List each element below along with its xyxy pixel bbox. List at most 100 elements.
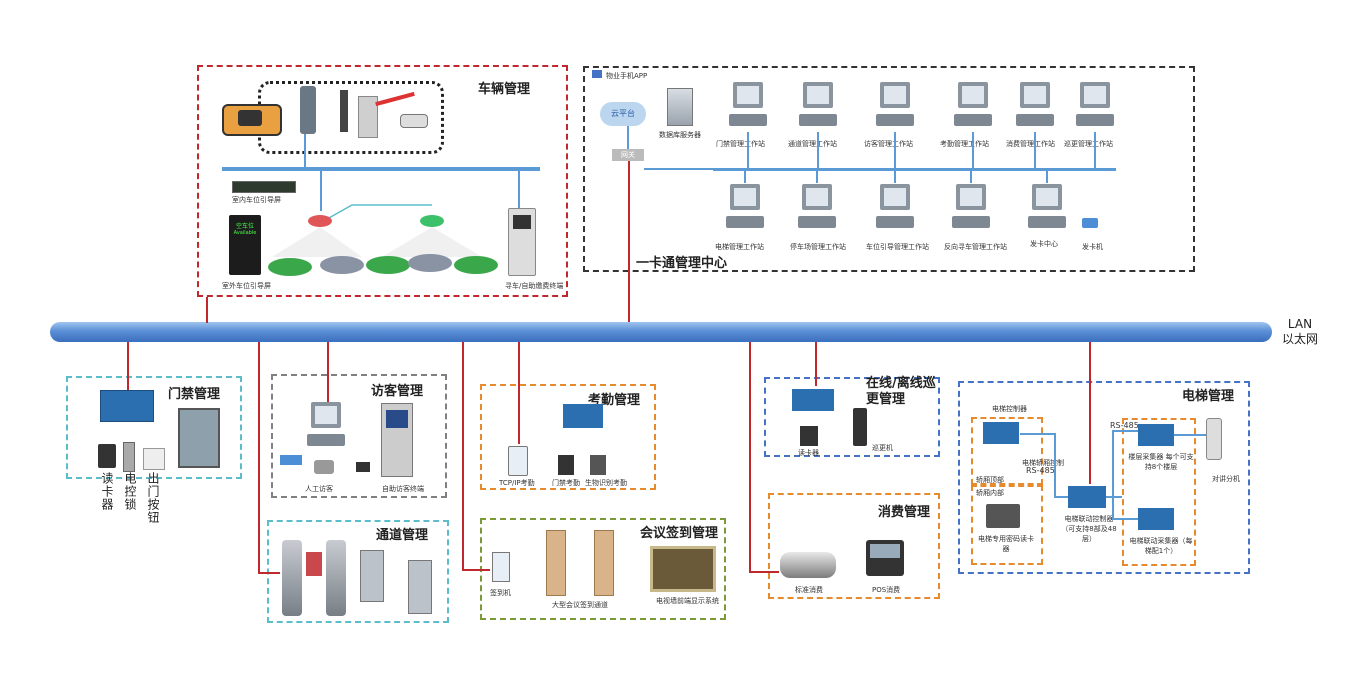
pos-machine-icon — [866, 540, 904, 576]
controller-board-icon — [100, 390, 154, 422]
access-title: 门禁管理 — [168, 387, 221, 402]
sign-text-2: Available — [233, 230, 257, 236]
linkage-controller-icon — [1068, 486, 1106, 508]
vehicle-title: 车辆管理 — [478, 82, 531, 97]
lan-label: LAN 以太网 — [1282, 317, 1318, 347]
consume-uplink — [749, 342, 751, 572]
station-label: 消费管理工作站 — [1006, 140, 1055, 148]
intercom-label: 对讲分机 — [1212, 475, 1240, 483]
cloud-icon: 云平台 — [600, 102, 646, 126]
workstation-icon — [1012, 80, 1058, 132]
app-icon — [592, 70, 602, 78]
tv-wall-icon — [650, 546, 716, 592]
consume-panel — [768, 493, 940, 599]
lan-trunk — [50, 322, 1272, 342]
vehicle-uplink — [206, 297, 208, 323]
station-link — [1034, 132, 1036, 168]
channel-link — [258, 572, 280, 574]
door-icon — [178, 408, 220, 468]
biometric-reader-icon — [590, 455, 606, 475]
tripod-gate-icon — [408, 560, 432, 614]
visitor-uplink — [327, 342, 329, 402]
consume-title: 消费管理 — [878, 505, 931, 520]
controller-board-icon — [563, 404, 603, 428]
elevator-link — [1112, 430, 1114, 520]
elevator-link — [1112, 518, 1138, 520]
patrol-reader-icon — [800, 426, 818, 446]
card-issuer-icon — [1082, 218, 1098, 228]
lock-label: 电控锁 — [123, 472, 137, 511]
elevator-title: 电梯管理 — [1182, 389, 1235, 404]
elevator-link — [1054, 433, 1056, 497]
rs485-top-label: RS-485 — [1110, 421, 1139, 430]
attendance-panel — [480, 384, 656, 490]
channel-panel — [267, 520, 449, 623]
workstation-icon — [722, 182, 768, 234]
elevator-uplink — [1089, 342, 1091, 484]
sign-in-gate-icon — [594, 530, 614, 596]
elevator-link — [1112, 430, 1138, 432]
station-link — [817, 132, 819, 168]
scanner-icon — [356, 462, 370, 472]
manual-visitor-label: 人工访客 — [305, 485, 333, 493]
reader-label: 读卡器 — [100, 472, 114, 511]
outdoor-screen-label: 室外车位引导屏 — [222, 282, 271, 290]
patrol-device-label: 巡更机 — [872, 444, 893, 452]
workstation-icon — [948, 182, 994, 234]
card-reader-icon — [98, 444, 116, 468]
workstation-icon — [872, 182, 918, 234]
station-label: 发卡中心 — [1030, 240, 1058, 248]
exit-button-icon — [143, 448, 165, 470]
station-label: 车位引导管理工作站 — [866, 243, 929, 251]
intercom-icon — [1206, 418, 1222, 460]
elevator-link — [1054, 496, 1068, 498]
dispatch-controller-label: 电梯轿厢控制 — [1022, 459, 1064, 467]
card-issuer-icon — [280, 455, 302, 465]
door-attendance-label: 门禁考勤 — [552, 479, 580, 487]
kiosk-icon — [508, 208, 536, 276]
floor-collector-2-label: 电梯联动采集器（每梯配1个） — [1129, 537, 1193, 555]
pos-terminal-icon — [780, 552, 836, 578]
station-link — [816, 171, 818, 183]
elevator-link — [1174, 434, 1206, 436]
patrol-reader-label: 读卡器 — [798, 449, 819, 457]
vehicle-bus — [222, 167, 540, 171]
car-inside-group — [971, 485, 1043, 565]
station-link — [972, 132, 974, 168]
center-uplink — [628, 161, 630, 322]
station-link — [1046, 171, 1048, 183]
station-label: 停车场管理工作站 — [790, 243, 846, 251]
car-top-label: 轿厢顶部 — [976, 476, 1004, 484]
lan-label-1: LAN — [1287, 317, 1313, 331]
vehicle-panel — [197, 65, 568, 297]
elevator-link — [1106, 496, 1122, 498]
floor-collector-label: 楼层采集器 每个可支持8个楼层 — [1128, 453, 1194, 471]
patrol-panel — [764, 377, 940, 457]
car-inside-label: 轿厢内部 — [976, 489, 1004, 497]
station-link — [970, 171, 972, 183]
workstation-icon — [872, 80, 918, 132]
vehicle-link — [304, 134, 306, 167]
kiosk-label: 寻车/自助缴费终端 — [505, 282, 564, 290]
station-link — [894, 171, 896, 183]
display-label: 电视墙前端显示系统 — [656, 597, 719, 605]
visitor-panel — [271, 374, 447, 498]
app-label: 物业手机APP — [606, 72, 648, 80]
lan-label-2: 以太网 — [1282, 332, 1319, 346]
station-label: 考勤管理工作站 — [940, 140, 989, 148]
station-label: 访客管理工作站 — [864, 140, 913, 148]
station-label: 电梯管理工作站 — [715, 243, 764, 251]
turnstile-icon — [282, 540, 302, 616]
tripod-gate-icon — [360, 550, 384, 602]
elevator-keypad-icon — [986, 504, 1020, 528]
attendance-uplink — [518, 342, 520, 444]
gateway-icon: 网关 — [612, 149, 644, 161]
workstation-icon — [795, 80, 841, 132]
camera-icon — [400, 114, 428, 128]
floor-collector-group — [1122, 418, 1196, 566]
car-icon — [222, 104, 282, 136]
parking-guidance-illustration — [268, 204, 498, 276]
signer-label: 签到机 — [490, 589, 511, 597]
consume-link — [749, 571, 779, 573]
station-label: 反向寻车管理工作站 — [944, 243, 1007, 251]
